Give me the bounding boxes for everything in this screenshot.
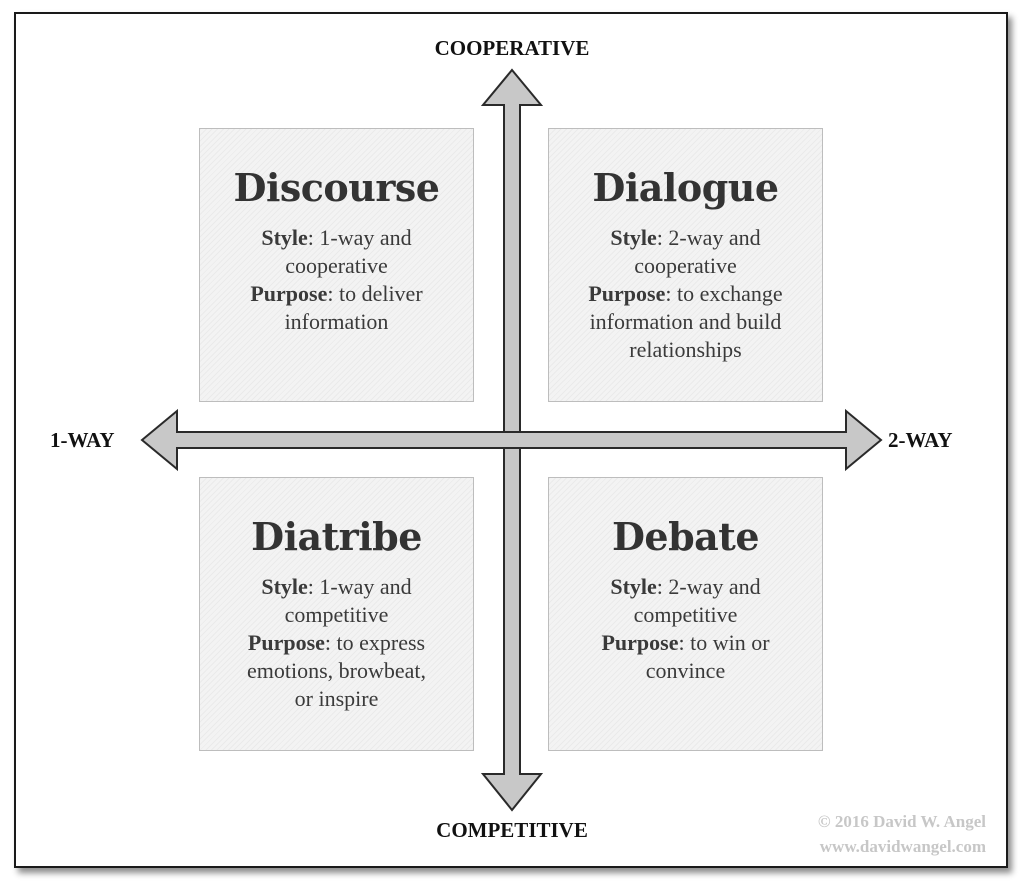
quadrant-description: Style: 2-way and competitive Purpose: to… xyxy=(601,574,770,683)
quadrant-title: Discourse xyxy=(233,165,440,210)
quadrant-title: Dialogue xyxy=(592,165,779,210)
copyright-line: © 2016 David W. Angel xyxy=(817,812,986,831)
quadrant-description: Style: 1-way and competitive Purpose: to… xyxy=(246,574,427,711)
quadrant-diatribe: Diatribe Style: 1-way and competitive Pu… xyxy=(199,477,474,751)
axis-label-cooperative: COOPERATIVE xyxy=(434,36,590,60)
axis-label-1-way: 1-WAY xyxy=(50,428,115,452)
quadrant-description: Style: 1-way and cooperative Purpose: to… xyxy=(250,225,423,334)
quadrant-description: Style: 2-way and cooperative Purpose: to… xyxy=(588,225,783,362)
vertical-axis-arrow xyxy=(480,68,544,434)
quadrant-title: Diatribe xyxy=(251,514,422,559)
quadrant-discourse: Discourse Style: 1-way and cooperative P… xyxy=(199,128,474,402)
quadrant-dialogue: Dialogue Style: 2-way and cooperative Pu… xyxy=(548,128,823,402)
axis-label-competitive: COMPETITIVE xyxy=(436,818,588,842)
axis-label-2-way: 2-WAY xyxy=(888,428,953,452)
vertical-axis-arrow-lower xyxy=(480,432,544,812)
copyright-watermark: © 2016 David W. Angel www.davidwangel.co… xyxy=(818,809,986,859)
quadrant-debate: Debate Style: 2-way and competitive Purp… xyxy=(548,477,823,751)
axis-crossing xyxy=(505,433,519,447)
quadrant-title: Debate xyxy=(611,514,760,559)
website-line: www.davidwangel.com xyxy=(819,837,986,856)
